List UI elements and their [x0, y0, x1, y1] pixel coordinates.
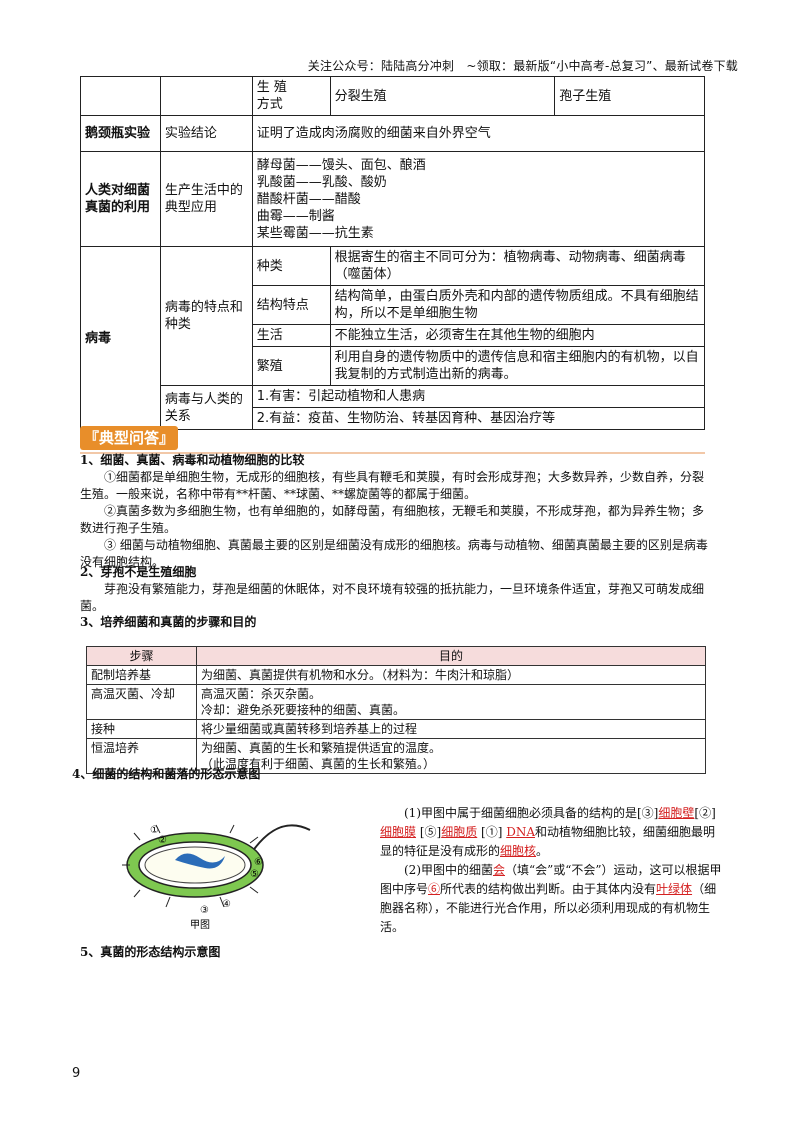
flask-content: 证明了造成肉汤腐败的细菌来自外界空气 — [251, 115, 706, 152]
label-1: ① — [150, 825, 159, 836]
answer-1: (1)甲图中属于细菌细胞必须具备的结构的是[③]细胞壁[②]细胞膜 [⑤]细胞质… — [380, 806, 716, 858]
virus-group2: 病毒与人类的关系 — [159, 385, 253, 430]
cell-empty — [159, 76, 253, 116]
banner-divider — [80, 452, 705, 454]
figure-caption: 甲图 — [190, 919, 210, 931]
virus-types-label: 种类 — [251, 246, 331, 286]
purpose-cell: 为细菌、真菌提供有机物和水分。（材料为：牛肉汁和琼脂） — [196, 665, 706, 685]
q1-paragraph: ③ 细菌与动植物细胞、真菌最主要的区别是细菌没有成形的细胞核。病毒与动植物、细菌… — [80, 538, 708, 569]
label-6: ⑥ — [254, 857, 263, 868]
bacteria-diagram: ① ② ③ ④ ⑤ ⑥ 甲图 — [122, 824, 311, 931]
repro-label: 生 殖 方式 — [251, 76, 331, 116]
step-cell: 接种 — [86, 719, 197, 739]
virus-group1: 病毒的特点和种类 — [159, 246, 253, 386]
use-line: 醋酸杆菌——醋酸 — [256, 191, 361, 207]
page-header: 关注公众号：陆陆高分冲刺 ~领取：最新版“小中高考-总复习”、最新试卷下载 — [307, 59, 738, 73]
use-line: 曲霉——制酱 — [256, 208, 335, 224]
q1-paragraph: ②真菌多数为多细胞生物，也有单细胞的，如酵母菌，有细胞核，无鞭毛和荚膜，不形成芽… — [80, 504, 705, 535]
use-line: 酵母菌——馒头、面包、酿酒 — [256, 157, 426, 173]
flask-item: 实验结论 — [159, 115, 253, 152]
q3-title: 3、培养细菌和真菌的步骤和目的 — [80, 615, 257, 629]
virus-repro-label: 繁殖 — [251, 346, 331, 386]
q1-title: 1、细菌、真菌、病毒和动植物细胞的比较 — [80, 453, 305, 467]
q2-paragraph: 芽孢没有繁殖能力，芽孢是细菌的休眠体，对不良环境有较强的抵抗能力，一旦环境条件适… — [80, 582, 705, 613]
page-number: 9 — [72, 1066, 81, 1081]
flagellum — [249, 824, 311, 856]
question-1: 1、细菌、真菌、病毒和动植物细胞的比较 ①细菌都是单细胞生物，无成形的细胞核，有… — [80, 452, 710, 571]
question-5: 5、真菌的形态结构示意图 — [80, 944, 710, 961]
virus-types: 根据寄生的宿主不同可分为：植物病毒、动物病毒、细菌病毒（噬菌体） — [329, 246, 706, 286]
purpose-cell: 高温灭菌：杀灭杂菌。 冷却：避免杀死要接种的细菌、真菌。 — [196, 684, 706, 720]
label-3: ③ — [200, 905, 209, 916]
virus-repro: 利用自身的遗传物质中的遗传信息和宿主细胞内的有机物，以自我复制的方式制造出新的病… — [329, 346, 706, 386]
step-cell: 配制培养基 — [86, 665, 197, 685]
purpose-cell: 将少量细菌或真菌转移到培养基上的过程 — [196, 719, 706, 739]
virus-struct: 结构简单，由蛋白质外壳和内部的遗传物质组成。不具有细胞结构，所以不是单细胞生物 — [329, 285, 706, 325]
fungi-repro: 孢子生殖 — [554, 76, 705, 116]
steps-table: 步骤 目的 配制培养基为细菌、真菌提供有机物和水分。（材料为：牛肉汁和琼脂） 高… — [86, 646, 706, 774]
question-3: 3、培养细菌和真菌的步骤和目的 — [80, 614, 710, 631]
virus-category: 病毒 — [80, 246, 161, 430]
summary-table: 生 殖 方式 分裂生殖 孢子生殖 鹅颈瓶实验 实验结论 证明了造成肉汤腐败的细菌… — [80, 76, 706, 430]
step-cell: 高温灭菌、冷却 — [86, 684, 197, 720]
use-content: 酵母菌——馒头、面包、酿酒 乳酸菌——乳酸、酸奶 醋酸杆菌——醋酸 曲霉——制酱… — [251, 151, 706, 247]
use-category: 人类对细菌 真菌的利用 — [80, 151, 161, 247]
virus-life: 不能独立生活，必须寄生在其他生物的细胞内 — [329, 324, 706, 347]
steps-header: 步骤 — [86, 646, 197, 666]
use-item: 生产生活中的典型应用 — [159, 151, 253, 247]
flask-category: 鹅颈瓶实验 — [80, 115, 161, 152]
answer-2: (2)甲图中的细菌会（填“会”或“不会”）运动，这可以根据甲图中序号⑥所代表的结… — [380, 863, 722, 934]
q4-answers: (1)甲图中属于细菌细胞必须具备的结构的是[③]细胞壁[②]细胞膜 [⑤]细胞质… — [380, 804, 726, 937]
use-line: 某些霉菌——抗生素 — [256, 225, 374, 241]
step-cell: 恒温培养 — [86, 738, 197, 774]
q5-title: 5、真菌的形态结构示意图 — [80, 945, 221, 959]
use-line: 乳酸菌——乳酸、酸奶 — [256, 174, 387, 190]
cell-empty — [80, 76, 161, 116]
section-banner: 『典型问答』 — [80, 426, 178, 450]
label-5: ⑤ — [250, 869, 259, 880]
virus-struct-label: 结构特点 — [251, 285, 331, 325]
steps-header: 目的 — [196, 646, 706, 666]
virus-benefit: 2.有益：疫苗、生物防治、转基因育种、基因治疗等 — [251, 407, 706, 430]
virus-life-label: 生活 — [251, 324, 331, 347]
purpose-cell: 为细菌、真菌的生长和繁殖提供适宜的温度。 （此温度有利于细菌、真菌的生长和繁殖。… — [196, 738, 706, 774]
virus-harm: 1.有害：引起动植物和人患病 — [251, 385, 706, 408]
question-2: 2、芽孢不是生殖细胞 芽孢没有繁殖能力，芽孢是细菌的休眠体，对不良环境有较强的抵… — [80, 564, 710, 615]
label-4: ④ — [222, 899, 231, 910]
question-4: 4、细菌的结构和菌落的形态示意图 — [72, 766, 702, 783]
q4-title: 4、细菌的结构和菌落的形态示意图 — [72, 767, 261, 781]
q2-title: 2、芽孢不是生殖细胞 — [80, 565, 197, 579]
label-2: ② — [158, 835, 167, 846]
dna-region — [175, 853, 225, 869]
bacteria-repro: 分裂生殖 — [329, 76, 556, 116]
q1-paragraph: ①细菌都是单细胞生物，无成形的细胞核，有些具有鞭毛和荚膜，有时会形成芽孢；大多数… — [80, 470, 705, 501]
